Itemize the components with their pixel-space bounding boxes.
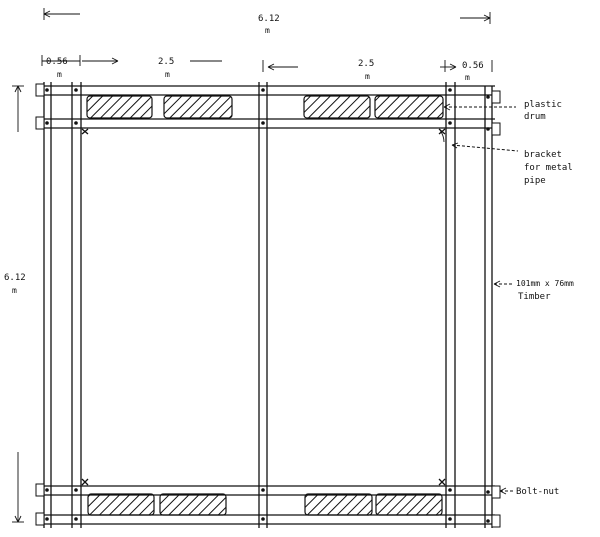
boltnut-annotation: Bolt-nut xyxy=(499,487,559,497)
left-outer-post xyxy=(43,82,52,528)
left-edge-unit: m xyxy=(57,70,62,79)
span-left-unit: m xyxy=(165,70,170,79)
plastic-drum xyxy=(304,493,373,516)
overall-width-unit: m xyxy=(265,26,270,35)
boltnut-label: Bolt-nut xyxy=(516,487,559,497)
right-edge-value: 0.56 xyxy=(462,61,484,71)
overall-width-value: 6.12 xyxy=(258,14,280,24)
bolt-nuts xyxy=(45,88,490,523)
plastic-drum xyxy=(375,493,443,516)
span-left-value: 2.5 xyxy=(158,57,174,67)
plastic-drum xyxy=(87,493,155,516)
span-right-value: 2.5 xyxy=(358,59,374,69)
drum-label-line1: plastic xyxy=(524,100,562,110)
plastic-drum xyxy=(374,95,444,119)
bracket-annotation: bracket for metal pipe xyxy=(451,142,573,186)
plastic-drum xyxy=(86,95,153,119)
center-post xyxy=(258,82,268,528)
bracket-label-line2: for metal xyxy=(524,163,573,173)
right-edge-unit: m xyxy=(465,73,470,82)
plastic-drums-top xyxy=(86,95,444,119)
drum-label-line2: drum xyxy=(524,112,546,122)
right-inner-post xyxy=(445,82,456,528)
left-inner-post xyxy=(71,82,82,528)
metal-pipe-brackets xyxy=(81,128,446,486)
plastic-drum xyxy=(159,493,227,516)
overall-width-dimension: 6.12 m xyxy=(43,8,491,35)
left-edge-value: 0.56 xyxy=(46,57,68,67)
span-right-unit: m xyxy=(365,72,370,81)
timber-label-line2: Timber xyxy=(518,292,551,302)
timber-label-line1: 101mm x 76mm xyxy=(516,279,574,288)
bolt-tabs xyxy=(35,83,501,528)
segment-dimensions: 0.56 m 2.5 m 2.5 m 0.56 m xyxy=(41,55,493,82)
plastic-drum xyxy=(163,95,233,119)
overall-height-dimension: 6.12 m xyxy=(4,85,26,523)
bracket-label-line3: pipe xyxy=(524,176,546,186)
right-outer-post xyxy=(484,86,493,528)
plastic-drum-annotation: plastic drum xyxy=(443,100,562,122)
overall-height-value: 6.12 xyxy=(4,273,26,283)
timber-annotation: 101mm x 76mm Timber xyxy=(493,279,574,302)
plastic-drums-bottom xyxy=(87,493,443,516)
plastic-drum xyxy=(303,95,371,119)
overall-height-unit: m xyxy=(12,286,17,295)
bracket-label-line1: bracket xyxy=(524,150,562,160)
